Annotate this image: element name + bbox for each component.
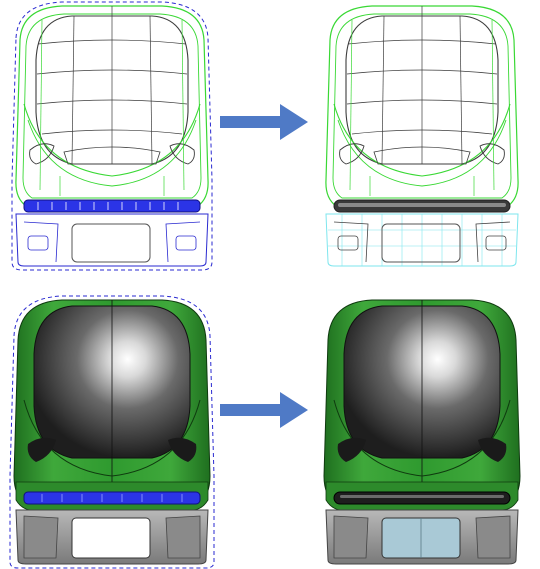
panel-shaded-before [9, 295, 215, 569]
arrow-right-icon [220, 392, 308, 428]
panel-wireframe-before [11, 1, 213, 271]
arrow-right-icon [220, 104, 308, 140]
panel-wireframe-after [325, 5, 519, 267]
panel-shaded-after [323, 299, 521, 565]
